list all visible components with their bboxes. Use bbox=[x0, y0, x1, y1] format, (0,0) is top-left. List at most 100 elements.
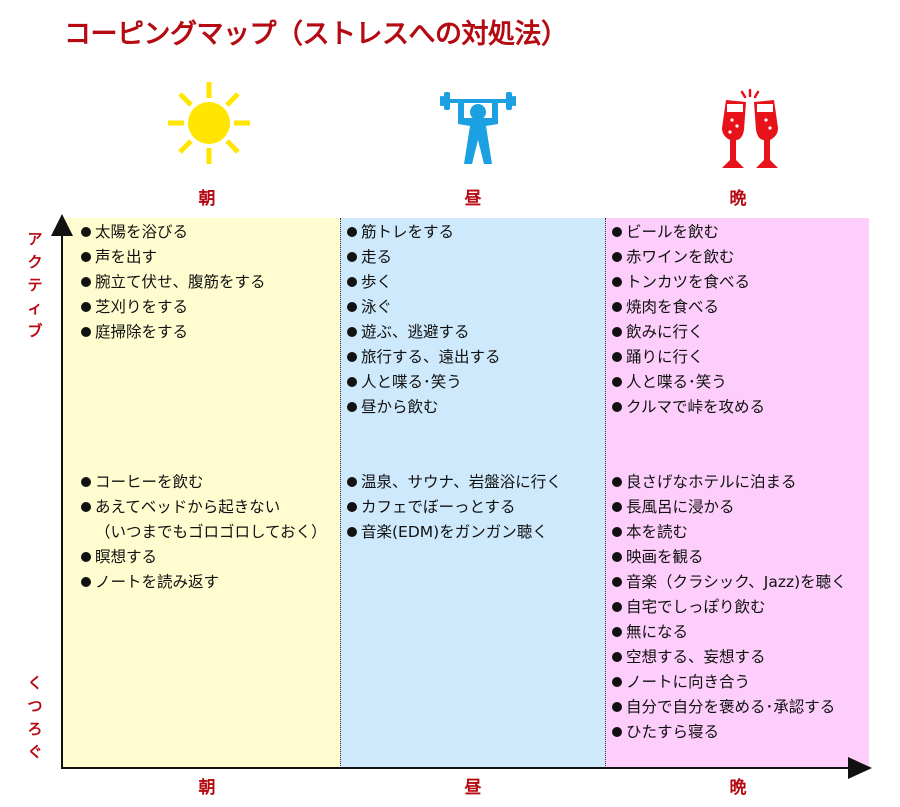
bullet-icon bbox=[612, 527, 622, 537]
bullet-icon bbox=[612, 352, 622, 362]
bullet-icon bbox=[612, 602, 622, 612]
y-axis-label-active: ア ク テ ィ ブ bbox=[27, 230, 43, 340]
bullet-icon bbox=[612, 677, 622, 687]
list-item: 温泉、サウナ、岩盤浴に行く bbox=[347, 470, 562, 495]
bullet-icon bbox=[81, 327, 91, 337]
bullet-icon bbox=[347, 277, 357, 287]
bullet-icon bbox=[81, 302, 91, 312]
bullet-icon bbox=[81, 477, 91, 487]
list-item: 庭掃除をする bbox=[81, 320, 266, 345]
y-axis-arrow-icon bbox=[51, 214, 73, 236]
list-item: 良さげなホテルに泊まる bbox=[612, 470, 847, 495]
morning-relax-list: コーヒーを飲む あえてベッドから起きない （いつまでもゴロゴロしておく） 瞑想す… bbox=[81, 470, 327, 595]
bullet-icon bbox=[612, 477, 622, 487]
list-item: 太陽を浴びる bbox=[81, 220, 266, 245]
list-item: ひたすら寝る bbox=[612, 720, 847, 745]
list-item: 焼肉を食べる bbox=[612, 295, 765, 320]
list-item: 腕立て伏せ、腹筋をする bbox=[81, 270, 266, 295]
bullet-icon bbox=[347, 402, 357, 412]
list-item: 赤ワインを飲む bbox=[612, 245, 765, 270]
bullet-icon bbox=[81, 227, 91, 237]
bullet-icon bbox=[612, 702, 622, 712]
sun-icon bbox=[168, 82, 250, 164]
noon-active-list: 筋トレをする 走る 歩く 泳ぐ 遊ぶ、逃避する 旅行する、遠出する 人と喋る･笑… bbox=[347, 220, 501, 420]
y-axis-line bbox=[61, 230, 63, 769]
bullet-icon bbox=[612, 327, 622, 337]
bullet-icon bbox=[347, 302, 357, 312]
bullet-icon bbox=[612, 552, 622, 562]
list-item: 瞑想する bbox=[81, 545, 327, 570]
x-axis-label-noon: 昼 bbox=[464, 778, 482, 798]
evening-relax-list: 良さげなホテルに泊まる 長風呂に浸かる 本を読む 映画を観る 音楽（クラシック、… bbox=[612, 470, 847, 745]
evening-active-list: ビールを飲む 赤ワインを飲む トンカツを食べる 焼肉を食べる 飲みに行く 踊りに… bbox=[612, 220, 765, 420]
list-item: 空想する、妄想する bbox=[612, 645, 847, 670]
list-item: コーヒーを飲む bbox=[81, 470, 327, 495]
noon-relax-list: 温泉、サウナ、岩盤浴に行く カフェでぼーっとする 音楽(EDM)をガンガン聴く bbox=[347, 470, 562, 545]
list-item: ビールを飲む bbox=[612, 220, 765, 245]
list-item: カフェでぼーっとする bbox=[347, 495, 562, 520]
list-item: 遊ぶ、逃避する bbox=[347, 320, 501, 345]
list-item: 人と喋る･笑う bbox=[347, 370, 501, 395]
evening-panel: ビールを飲む 赤ワインを飲む トンカツを食べる 焼肉を食べる 飲みに行く 踊りに… bbox=[605, 218, 869, 768]
list-item: 歩く bbox=[347, 270, 501, 295]
morning-panel: 太陽を浴びる 声を出す 腕立て伏せ、腹筋をする 芝刈りをする 庭掃除をする コー… bbox=[62, 218, 340, 768]
y-axis-label-relax: く つ ろ ぐ bbox=[27, 674, 43, 761]
noon-panel: 筋トレをする 走る 歩く 泳ぐ 遊ぶ、逃避する 旅行する、遠出する 人と喋る･笑… bbox=[340, 218, 605, 768]
weightlifter-icon bbox=[440, 92, 516, 164]
bullet-icon bbox=[347, 352, 357, 362]
list-item: 筋トレをする bbox=[347, 220, 501, 245]
list-item: 芝刈りをする bbox=[81, 295, 266, 320]
list-item: 音楽(EDM)をガンガン聴く bbox=[347, 520, 562, 545]
list-item: 泳ぐ bbox=[347, 295, 501, 320]
list-item: 音楽（クラシック、Jazz)を聴く bbox=[612, 570, 847, 595]
bullet-icon bbox=[347, 377, 357, 387]
bullet-icon bbox=[347, 527, 357, 537]
bullet-icon bbox=[81, 502, 91, 512]
x-axis-line bbox=[61, 767, 851, 769]
morning-active-list: 太陽を浴びる 声を出す 腕立て伏せ、腹筋をする 芝刈りをする 庭掃除をする bbox=[81, 220, 266, 345]
list-item: 無になる bbox=[612, 620, 847, 645]
x-axis-label-morning: 朝 bbox=[198, 778, 216, 798]
bullet-icon bbox=[347, 477, 357, 487]
bullet-icon bbox=[612, 302, 622, 312]
list-item-continuation: （いつまでもゴロゴロしておく） bbox=[95, 523, 327, 541]
list-item: 旅行する、遠出する bbox=[347, 345, 501, 370]
x-axis-arrow-icon bbox=[848, 757, 872, 779]
list-item: トンカツを食べる bbox=[612, 270, 765, 295]
bullet-icon bbox=[612, 502, 622, 512]
bullet-icon bbox=[347, 502, 357, 512]
list-item: ノートを読み返す bbox=[81, 570, 327, 595]
bullet-icon bbox=[81, 577, 91, 587]
list-item: 自分で自分を褒める･承認する bbox=[612, 695, 847, 720]
bullet-icon bbox=[612, 577, 622, 587]
bullet-icon bbox=[612, 727, 622, 737]
list-item: 長風呂に浸かる bbox=[612, 495, 847, 520]
bullet-icon bbox=[612, 227, 622, 237]
list-item: 自宅でしっぽり飲む bbox=[612, 595, 847, 620]
bullet-icon bbox=[612, 652, 622, 662]
bullet-icon bbox=[81, 552, 91, 562]
column-header-evening: 晩 bbox=[729, 189, 747, 209]
bullet-icon bbox=[347, 252, 357, 262]
list-item: 昼から飲む bbox=[347, 395, 501, 420]
list-item: 走る bbox=[347, 245, 501, 270]
list-item: 映画を観る bbox=[612, 545, 847, 570]
list-item: あえてベッドから起きない bbox=[81, 495, 327, 520]
bullet-icon bbox=[347, 327, 357, 337]
list-item: 人と喋る･笑う bbox=[612, 370, 765, 395]
bullet-icon bbox=[612, 252, 622, 262]
list-item: ノートに向き合う bbox=[612, 670, 847, 695]
list-item: 飲みに行く bbox=[612, 320, 765, 345]
page-title: コーピングマップ（ストレスへの対処法） bbox=[64, 19, 568, 50]
bullet-icon bbox=[612, 627, 622, 637]
column-header-morning: 朝 bbox=[198, 189, 216, 209]
bullet-icon bbox=[81, 277, 91, 287]
list-item: クルマで峠を攻める bbox=[612, 395, 765, 420]
x-axis-label-evening: 晩 bbox=[729, 778, 747, 798]
bullet-icon bbox=[81, 252, 91, 262]
column-header-noon: 昼 bbox=[464, 189, 482, 209]
bullet-icon bbox=[612, 402, 622, 412]
champagne-toast-icon bbox=[722, 88, 778, 168]
list-item: 声を出す bbox=[81, 245, 266, 270]
bullet-icon bbox=[347, 227, 357, 237]
